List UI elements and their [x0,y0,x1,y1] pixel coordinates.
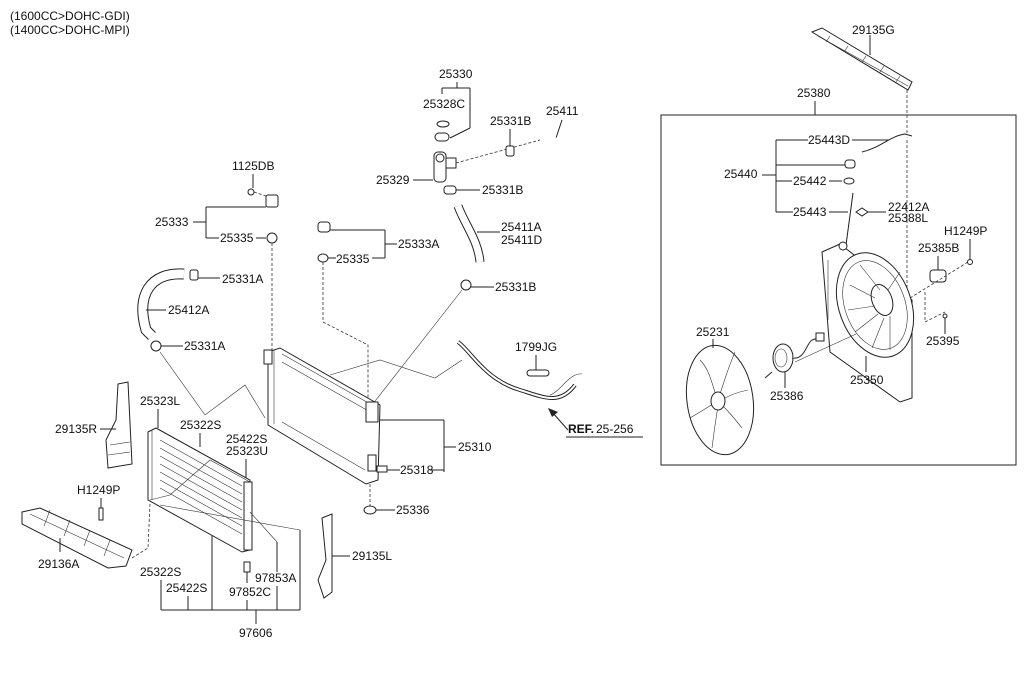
label-25443D: 25443D [808,133,850,147]
label-25330: 25330 [439,67,473,81]
label-25422S-top: 25422S [226,432,267,446]
label-25322S-top: 25322S [180,418,221,432]
reference-number[interactable]: 25-256 [596,422,634,436]
label-25331B-top: 25331B [490,114,531,128]
label-25323U: 25323U [226,444,268,458]
part-H1249P-bolt[interactable] [967,259,973,265]
label-97853A: 97853A [255,571,296,585]
part-25333A-mount-bracket[interactable] [317,221,331,233]
label-25385B: 25385B [918,241,959,255]
part-25440-clip[interactable] [844,159,856,169]
label-25331A-low: 25331A [184,339,225,353]
label-25328C: 25328C [423,97,465,111]
part-22412A-label-plate[interactable] [855,207,869,217]
label-25422S-low: 25422S [166,581,207,595]
label-25322S-low: 25322S [140,565,181,579]
engine-note-mpi: (1400CC>DOHC-MPI) [10,23,130,37]
part-29135R-side-air-guard[interactable] [105,381,133,469]
label-25350: 25350 [850,373,884,387]
label-25333A: 25333A [398,237,439,251]
label-25331B-mid: 25331B [482,183,523,197]
label-25318: 25318 [400,463,434,477]
part-29135L-side-air-guard[interactable] [317,513,333,599]
label-25333: 25333 [155,215,189,229]
part-25335-insulator-right[interactable] [317,253,329,263]
part-25333-mount-bracket[interactable] [265,194,279,208]
label-25412A: 25412A [168,303,209,317]
label-25380: 25380 [797,86,831,100]
label-25335-right: 25335 [336,252,370,266]
fan-assembly-box [660,114,1017,466]
part-1125DB-bolt[interactable] [247,188,255,196]
label-25331B-low: 25331B [495,280,536,294]
part-25395-screw[interactable] [942,313,948,319]
part-25336-insulator[interactable] [363,505,377,515]
part-25443-pipe[interactable] [845,192,854,246]
part-H1249P-screw[interactable] [98,507,104,521]
part-29135G-upper-cover[interactable] [810,27,913,91]
label-25442: 25442 [793,174,827,188]
label-29136A: 29136A [38,557,79,571]
part-25443D-hose[interactable] [861,133,913,153]
label-25411A: 25411A [501,220,541,234]
label-25440: 25440 [724,167,758,181]
part-25386-fan-motor[interactable] [764,332,825,379]
part-25331B-clamp-mid[interactable] [443,185,457,195]
label-29135R: 29135R [55,422,97,436]
label-29135G: 29135G [852,23,895,37]
part-25318-drain-plug[interactable] [376,465,388,473]
label-25323L: 25323L [140,394,180,408]
part-25331A-clamp-top[interactable] [189,269,199,281]
label-25331A-top: 25331A [222,272,263,286]
part-25329-filler-neck[interactable] [433,151,457,183]
label-25411: 25411 [546,104,579,118]
label-22412A: 22412A [888,200,929,214]
part-25385B-resistor[interactable] [929,269,947,283]
part-condenser[interactable] [147,427,253,553]
ref-arrow-shaft [551,411,569,431]
label-H1249P-left: H1249P [77,483,120,497]
label-25336: 25336 [396,503,430,517]
label-97606: 97606 [239,626,273,640]
label-25386: 25386 [770,389,804,403]
part-1799JG-clip[interactable] [526,369,550,377]
label-25388L: 25388L [888,211,928,225]
part-25231-cooling-fan[interactable] [680,341,761,459]
part-97852C-valve[interactable] [243,561,251,573]
label-H1249P-right: H1249P [944,224,987,238]
label-1799JG: 1799JG [515,340,557,354]
part-25330-radiator-cap[interactable] [434,132,450,142]
part-25442-oring[interactable] [843,177,855,185]
label-25335-left: 25335 [220,231,254,245]
label-29135L: 29135L [352,549,392,563]
part-25310-radiator[interactable] [263,347,381,485]
label-25443: 25443 [793,205,827,219]
engine-note-gdi: (1600CC>DOHC-GDI) [10,9,130,23]
part-25350-fan-shroud[interactable] [821,241,927,403]
ref-arrow-head-icon [548,408,558,417]
label-1125DB: 1125DB [232,159,274,173]
label-25411D: 25411D [501,233,542,247]
part-29136A-lower-cover[interactable] [21,507,133,569]
part-25331B-clamp-low[interactable] [460,279,472,291]
label-97852C: 97852C [229,585,271,599]
part-25331A-clamp-low[interactable] [150,340,162,352]
label-25231: 25231 [696,325,730,339]
label-25395: 25395 [926,334,960,348]
part-25335-insulator-left[interactable] [266,232,278,244]
reference-prefix: REF. [568,422,594,436]
part-25331B-clamp-top[interactable] [505,145,515,157]
part-25328C-gasket[interactable] [436,120,450,128]
label-25310: 25310 [458,440,492,454]
label-25329: 25329 [376,173,410,187]
